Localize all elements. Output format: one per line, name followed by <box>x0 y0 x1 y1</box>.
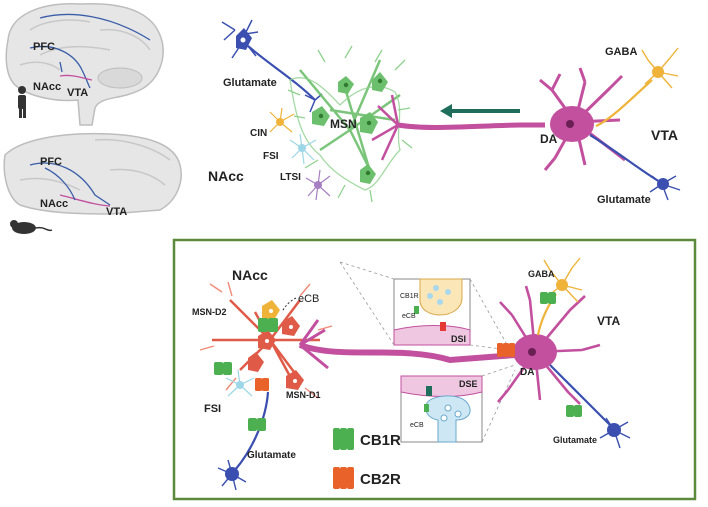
legend-cb2r-label: CB2R <box>360 471 401 488</box>
msn-d1-d2-cluster <box>199 281 333 399</box>
top-glutamate-left-label: Glutamate <box>223 77 277 89</box>
rodent-nacc-label: NAcc <box>40 198 68 210</box>
bottom-da-axon <box>298 342 516 364</box>
top-nacc-label: NAcc <box>208 168 244 184</box>
bottom-glutamate-neuron-right <box>549 364 631 449</box>
top-da-terminals <box>371 94 400 161</box>
fsi-interneuron <box>289 133 317 165</box>
cb1r-receptor-icon <box>248 418 266 431</box>
top-msn-label: MSN <box>330 117 357 131</box>
top-ltsi-label: LTSI <box>280 172 301 183</box>
dse-inset <box>400 364 516 443</box>
dsi-ecb-label: eCB <box>402 313 416 320</box>
legend-cb1r-label: CB1R <box>360 432 401 449</box>
bottom-ecb-label: eCB <box>298 293 319 305</box>
top-vta-label: VTA <box>651 127 678 143</box>
cb1r-receptor-icon <box>258 318 278 332</box>
bottom-glutamate-right-label: Glutamate <box>553 435 597 445</box>
msn-cluster <box>287 45 413 203</box>
bottom-vta-label: VTA <box>597 314 620 328</box>
bottom-nacc-label: NAcc <box>232 267 268 283</box>
bottom-da-neuron <box>497 285 601 405</box>
top-fsi-label: FSI <box>263 151 279 162</box>
cb2r-legend-icon <box>333 467 354 489</box>
bottom-da-label: DA <box>520 367 534 378</box>
dsi-cb1r-label: CB1R <box>400 293 419 300</box>
cin-interneuron <box>269 107 295 133</box>
cb1r-legend-icon <box>333 428 354 450</box>
glutamate-neuron-top-left <box>221 19 323 113</box>
rodent-pfc-label: PFC <box>40 156 62 168</box>
bottom-msn-d2-label: MSN-D2 <box>192 307 227 317</box>
human-pfc-label: PFC <box>33 41 55 53</box>
top-da-label: DA <box>540 132 558 146</box>
rodent-vta-label: VTA <box>106 206 127 218</box>
dsi-title-label: DSI <box>451 334 466 344</box>
dse-title-label: DSE <box>459 379 478 389</box>
bottom-glutamate-left-label: Glutamate <box>247 450 296 461</box>
human-vta-label: VTA <box>67 87 88 99</box>
bottom-gaba-neuron <box>536 257 583 336</box>
cb1r-receptor-icon <box>214 362 232 375</box>
cb1r-receptor-icon <box>566 405 582 417</box>
top-glutamate-neuron-right <box>589 134 681 201</box>
top-da-neuron <box>539 67 626 171</box>
bottom-msn-d1-label: MSN-D1 <box>286 390 321 400</box>
top-da-axon <box>397 122 545 130</box>
human-nacc-label: NAcc <box>33 81 61 93</box>
top-glutamate-right-label: Glutamate <box>597 194 651 206</box>
ltsi-interneuron <box>305 169 331 201</box>
human-silhouette-icon <box>18 86 26 118</box>
bottom-da-terminals <box>298 319 329 370</box>
cb2r-receptor-icon <box>497 343 515 357</box>
bottom-panel-frame <box>172 238 697 501</box>
top-gaba-neuron <box>595 47 679 128</box>
bottom-gaba-label: GABA <box>528 269 555 279</box>
bottom-glutamate-neuron-left <box>217 391 270 491</box>
human-brain-illustration <box>5 2 164 126</box>
dse-ecb-label: eCB <box>410 422 424 429</box>
projection-arrow-icon <box>440 104 520 118</box>
cb1r-receptor-icon <box>540 292 556 304</box>
bottom-fsi-label: FSI <box>204 403 221 415</box>
dsi-inset <box>339 261 511 351</box>
mouse-icon <box>10 220 53 234</box>
top-gaba-label: GABA <box>605 46 637 58</box>
rodent-brain-illustration <box>3 132 182 215</box>
top-cin-label: CIN <box>250 128 267 139</box>
cb2r-receptor-icon <box>255 378 269 391</box>
bottom-fsi-interneuron <box>225 369 255 397</box>
